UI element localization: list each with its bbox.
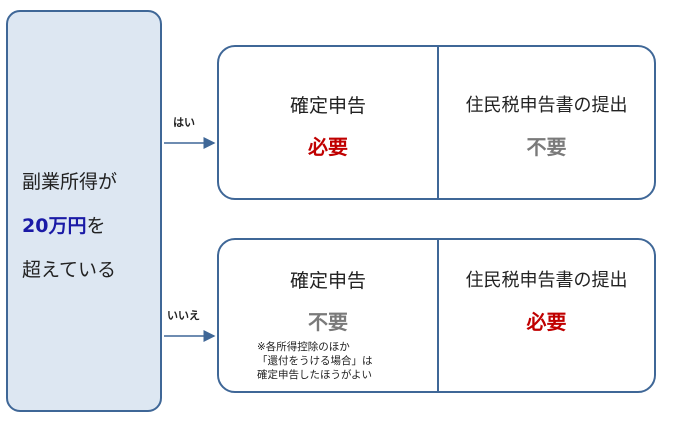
cell-final-return-no: 確定申告 不要 ※各所得控除のほか 「還付をうける場合」は 確定申告したほうがよ… <box>219 240 437 391</box>
note: ※各所得控除のほか 「還付をうける場合」は 確定申告したほうがよい <box>257 340 373 382</box>
status-badge: 不要 <box>308 310 348 334</box>
condition-box <box>6 10 162 412</box>
divider <box>437 47 439 198</box>
condition-line3: 超えている <box>22 259 117 281</box>
cell-resident-tax-yes: 住民税申告書の提出 不要 <box>439 47 654 198</box>
note-line: 確定申告したほうがよい <box>257 369 372 381</box>
branch-label-yes: はい <box>173 116 195 129</box>
note-line: ※各所得控除のほか <box>257 341 350 353</box>
cell-title: 住民税申告書の提出 <box>465 95 628 116</box>
status-badge: 必要 <box>308 135 348 159</box>
status-badge: 必要 <box>526 310 567 334</box>
outcome-box-no: 確定申告 不要 ※各所得控除のほか 「還付をうける場合」は 確定申告したほうがよ… <box>217 238 656 393</box>
cell-resident-tax-no: 住民税申告書の提出 必要 <box>439 240 654 391</box>
condition-line1: 副業所得が <box>22 171 118 193</box>
branch-label-no: いいえ <box>167 309 200 322</box>
cell-title: 確定申告 <box>289 270 366 292</box>
cell-title: 確定申告 <box>289 95 366 117</box>
cell-title: 住民税申告書の提出 <box>465 270 628 291</box>
divider <box>437 240 439 391</box>
outcome-box-yes: 確定申告 必要 住民税申告書の提出 不要 <box>217 45 656 200</box>
note-line: 「還付をうける場合」は <box>257 355 373 367</box>
cell-final-return-yes: 確定申告 必要 <box>219 47 437 198</box>
status-badge: 不要 <box>526 135 567 159</box>
condition-text: 副業所得が 20万円を 超えている <box>22 160 117 292</box>
condition-amount: 20万円 <box>22 215 87 237</box>
condition-line2-suffix: を <box>86 215 106 237</box>
condition-line2: 20万円を <box>22 204 117 248</box>
